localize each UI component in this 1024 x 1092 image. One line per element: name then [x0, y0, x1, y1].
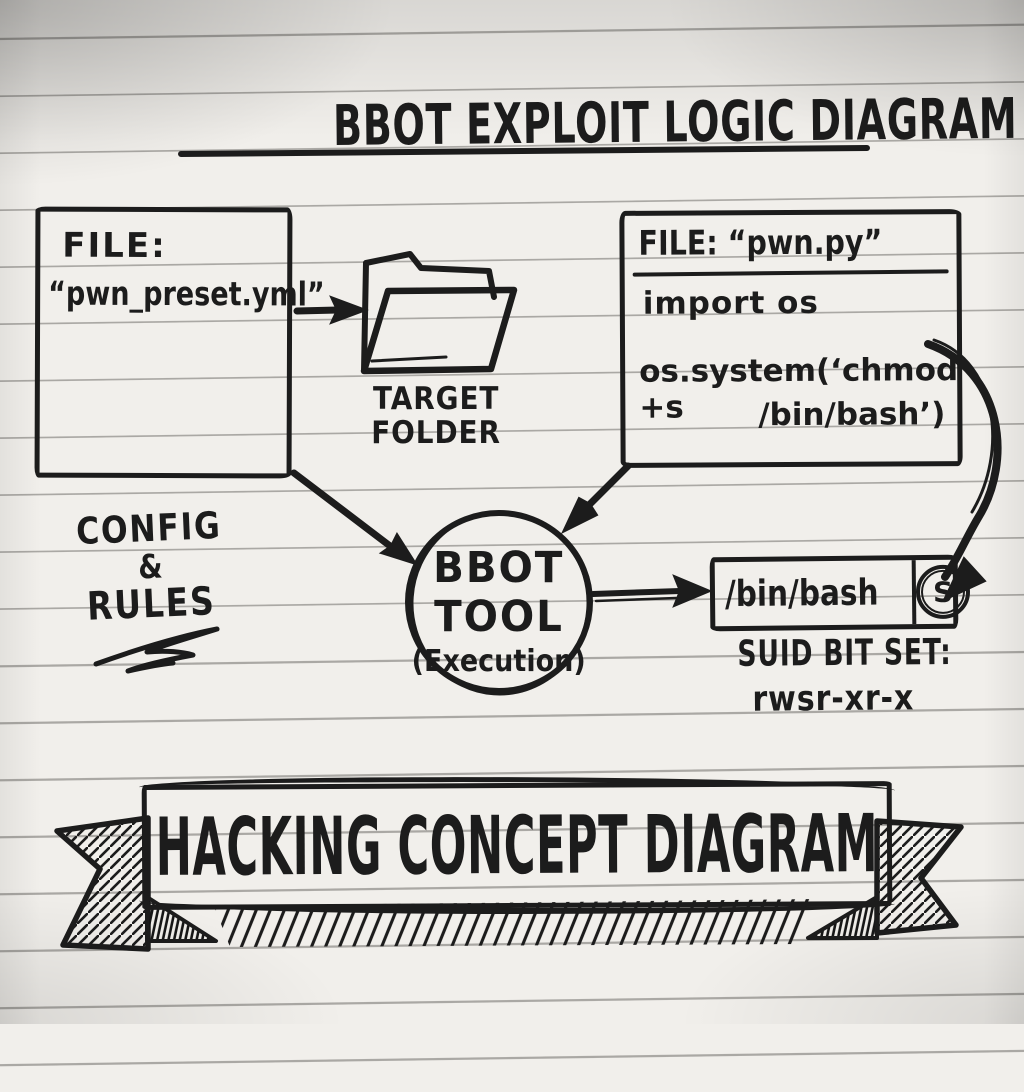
payload-code-line-1: import os — [642, 284, 819, 322]
flow-arrow-preset-to-bbot — [290, 469, 419, 566]
binbash-path-text: /bin/bash — [724, 572, 879, 615]
payload-file-box: FILE: “pwn.py” import os os.system(‘chmo… — [619, 209, 963, 468]
payload-header-divider — [632, 269, 949, 277]
preset-file-label: FILE: — [62, 225, 167, 267]
banner-text: HACKING CONCEPT DIAGRAM — [155, 797, 879, 894]
flow-arrow-preset-to-folder — [293, 295, 369, 325]
folder-icon — [360, 251, 518, 375]
preset-file-box: FILE: “pwn_preset.yml” — [34, 206, 325, 479]
payload-code-line-3: /bin/bash’) — [758, 396, 946, 434]
flow-arrow-payload-to-bbot — [560, 462, 632, 535]
flow-arrow-bbot-to-binbash — [590, 574, 713, 608]
bbot-node-circle — [405, 510, 593, 696]
scribble-underline — [93, 626, 220, 674]
suid-caption: SUID BIT SET: rwsr-xr-x — [737, 631, 952, 720]
bbot-tool-node: BBOT TOOL (Execution) — [411, 543, 587, 679]
ribbon-banner: HACKING CONCEPT DIAGRAM — [141, 781, 893, 910]
binbash-box: /bin/bash S — [709, 554, 971, 632]
payload-file-header: FILE: “pwn.py” — [638, 222, 883, 264]
suid-s-compartment: S — [911, 559, 971, 625]
preset-file-name: “pwn_preset.yml” — [48, 273, 325, 314]
config-rules-label: CONFIG & RULES — [74, 503, 222, 630]
target-folder-label: TARGET FOLDER — [371, 381, 501, 451]
banner-tail-left — [54, 815, 151, 952]
suid-s-badge-icon: S — [915, 564, 971, 620]
